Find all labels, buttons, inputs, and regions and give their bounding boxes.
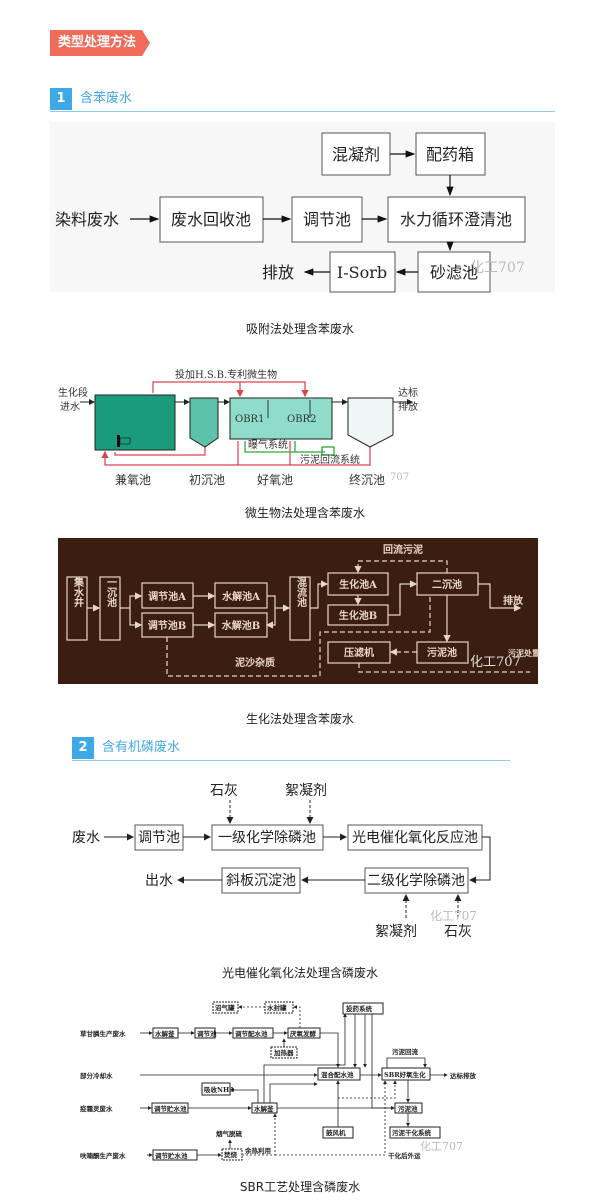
microbial-flow-diagram: 投加H.S.B.专利微生物 生化段 进水 达标 排放 OBR1 OBR2 曝气系… [58,368,418,487]
label-sludge-return: 污泥回流 [392,1047,419,1056]
node-blower: 鼓风机 [326,1128,346,1137]
node-heater: 加热器 [273,1048,294,1057]
watermark: 化工707 [470,655,521,670]
caption-microbial: 微生物法处理含苯废水 [244,506,365,520]
watermark: 化工707 [470,260,525,276]
node-storage2: 调节贮水池 [155,1151,188,1160]
node-bio-a: 生化池A [339,578,377,591]
node-isorb: I-Sorb [337,263,387,282]
node-sbr: SBR好氧生化 [384,1070,426,1079]
label-return-sludge: 回流污泥 [383,543,423,556]
node-water-seal: 水封罐 [267,1003,287,1012]
node-regulating: 调节池 [197,1029,217,1038]
label-inlet-1: 生化段 [58,386,88,399]
label-outlet-2: 排放 [398,400,418,413]
label-lime-top: 石灰 [210,783,238,799]
node-anaerobic: 厌氧发酵 [290,1029,317,1038]
node-input: 染料废水 [55,210,119,229]
section-divider [50,111,555,112]
node-coagulant: 混凝剂 [332,145,380,164]
label-add-microbes: 投加H.S.B.专利微生物 [175,368,277,381]
node-dosing: 投药系统 [346,1004,373,1013]
node-storage1: 调节贮水池 [154,1104,187,1113]
node-recovery-pool: 废水回收池 [171,210,251,229]
label-discharge: 达标排放 [450,1071,477,1080]
node-bio-b: 生化池B [339,609,377,622]
node-stage1: 一级化学除磷池 [218,830,316,846]
node-hyd-a: 水解池A [221,590,260,603]
node-stage2: 二级化学除磷池 [367,873,465,889]
section-divider [72,760,510,761]
label-sludge-return: 污泥回流系统 [300,453,360,466]
node-regulating-pool: 调节池 [303,210,351,229]
caption-sbr: SBR工艺处理含磷废水 [239,1180,361,1194]
node-primary-settle: 一沉池 [105,577,117,608]
label-sediment: 泥沙杂质 [235,656,275,669]
node-settler: 斜板沉淀池 [226,873,296,889]
label-floc-top: 絮凝剂 [285,782,327,799]
label-fungicide: 疫霜灵废水 [80,1104,113,1113]
node-mixing: 混合配水池 [321,1070,354,1079]
label-heat-reuse: 余热利用 [244,1146,271,1155]
photocatalytic-flow-diagram: 石灰 絮凝剂 废水 调节池 一级化学除磷池 光电催化氧化反应池 斜板沉淀池 二级… [72,782,491,940]
node-dosing-tank: 配药箱 [426,145,474,164]
node-mix-pool: 混流池 [295,576,307,608]
label-sludge-disposal: 污泥处置 [508,648,540,658]
section-number: 2 [72,737,94,759]
section-title: 含苯废水 [80,91,133,106]
node-reg-a: 调节池A [148,590,186,603]
label-inlet-2: 进水 [60,401,80,413]
label-lime-bottom: 石灰 [444,924,472,940]
tank-label: 终沉池 [349,472,385,487]
node-filter-press: 压滤机 [344,646,374,659]
node-biogas-tank: 沼气罐 [215,1003,235,1012]
section-tag-treatment-methods: 类型处理方法 [50,30,150,56]
node-hyd-b: 水解池B [221,619,260,632]
label-obr1: OBR1 [235,414,264,425]
node-hydrolysis2: 水解釜 [254,1104,274,1113]
node-hydrolysis1: 水解釜 [155,1029,175,1038]
label-input: 废水 [72,830,100,846]
node-reactor: 光电催化氧化反应池 [352,829,478,846]
node-drying: 污泥干化系统 [392,1128,432,1137]
node-collect-well: 集水井 [72,576,85,608]
adsorption-flow-diagram: 混凝剂 配药箱 染料废水 废水回收池 调节池 水力循环澄清池 砂滤池 I-Sor… [50,122,555,293]
node-incinerate: 焚烧 [224,1150,238,1159]
node-secondary: 二沉池 [432,578,462,591]
label-obr2: OBR2 [287,414,316,425]
tank-label: 好氧池 [257,473,293,487]
node-sludge-pool: 污泥池 [427,646,457,659]
node-sand-filter: 砂滤池 [430,263,478,282]
section-number: 1 [50,88,72,110]
tank-label: 初沉池 [189,473,225,487]
node-reg-dist: 调节配水池 [235,1029,268,1038]
label-outlet-1: 达标 [398,387,418,399]
node-clarifier: 水力循环澄清池 [400,210,512,229]
caption-photocatalytic: 光电催化氧化法处理含磷废水 [221,966,378,980]
sbr-flow-diagram: 沼气罐 水封罐 投药系统 草甘膦生产废水 水解釜 调节池 调节配水池 厌氧发酵 … [80,1001,477,1161]
label-haul: 干化后外运 [388,1151,421,1160]
caption-biochemical: 生化法处理含苯废水 [245,712,354,726]
node-discharge: 排放 [262,263,294,282]
label-aeration: 曝气系统 [248,438,288,451]
tank-label: 兼氧池 [115,473,151,487]
label-output: 出水 [145,873,173,889]
node-reg-b: 调节池B [148,619,186,632]
label-flue: 烟气脱硫 [216,1129,243,1138]
watermark: 化工707 [430,909,477,923]
label-furanone: 呋喃酮生产废水 [80,1151,126,1160]
node-regulating: 调节池 [138,830,180,846]
watermark: 707 [390,472,409,483]
label-discharge: 排放 [503,594,524,607]
label-floc-bottom: 絮凝剂 [375,923,417,940]
biochemical-flow-diagram: 集水井 一沉池 调节池A 调节池B 水解池A 水解池B 混流池 生化池A 生化池… [58,538,540,684]
node-nh3: 吸收NH3 [204,1085,234,1094]
label-glyphosate: 草甘膦生产废水 [80,1029,126,1038]
section-title: 含有机磷废水 [102,740,181,755]
label-cooling: 部分冷却水 [80,1071,113,1080]
node-sludge-pool: 污泥池 [398,1104,418,1113]
caption-adsorption: 吸附法处理含苯废水 [245,322,354,336]
watermark: 化工707 [420,1139,463,1153]
